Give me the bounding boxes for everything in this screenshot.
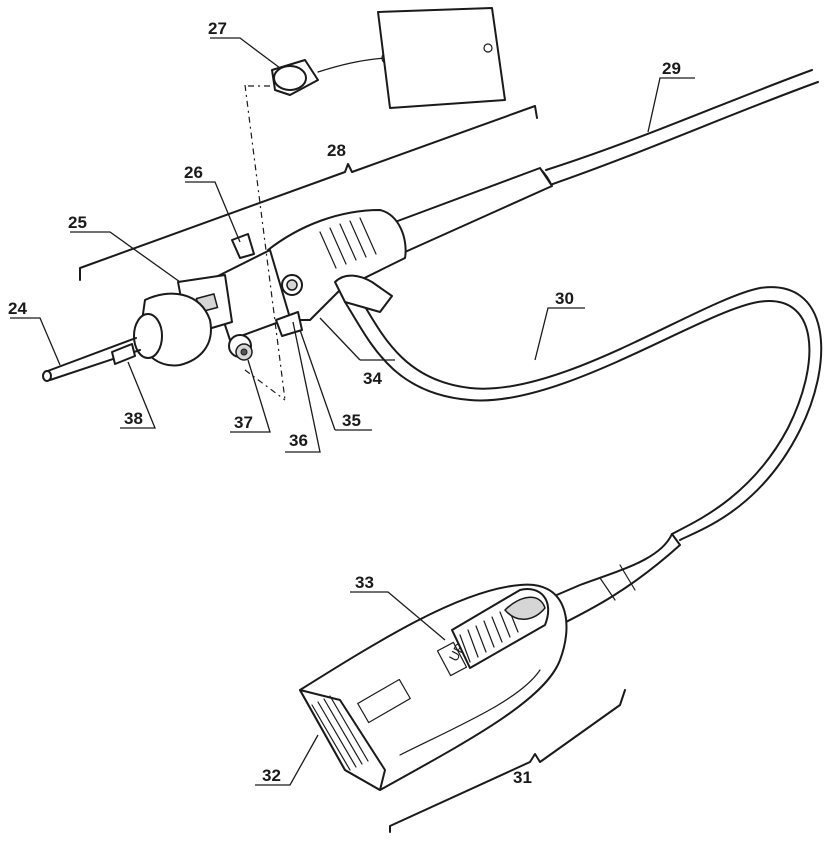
callout-labels: 24 25 26 27 28 29 30 31 32 33 34 35 36 3… <box>8 19 681 787</box>
bracket-31 <box>389 689 626 833</box>
callout-31: 31 <box>513 768 532 787</box>
connector-plug <box>299 533 681 791</box>
callout-35: 35 <box>342 411 361 430</box>
callout-27: 27 <box>208 19 227 38</box>
callout-33: 33 <box>355 573 374 592</box>
cap-with-tag <box>244 7 506 401</box>
callout-36: 36 <box>289 431 308 450</box>
callout-24: 24 <box>8 299 27 318</box>
callout-25: 25 <box>68 213 87 232</box>
callout-32: 32 <box>262 766 281 785</box>
connector-up-marking: UP <box>446 641 468 664</box>
leader-lines <box>10 37 695 786</box>
callout-30: 30 <box>555 289 574 308</box>
bracket-28 <box>79 105 538 281</box>
callout-26: 26 <box>184 163 203 182</box>
callout-34: 34 <box>363 369 382 388</box>
control-handle <box>42 209 407 382</box>
callout-38: 38 <box>124 409 143 428</box>
callout-37: 37 <box>234 413 253 432</box>
callout-29: 29 <box>662 59 681 78</box>
callout-28: 28 <box>327 141 346 160</box>
universal-cord <box>344 286 823 541</box>
